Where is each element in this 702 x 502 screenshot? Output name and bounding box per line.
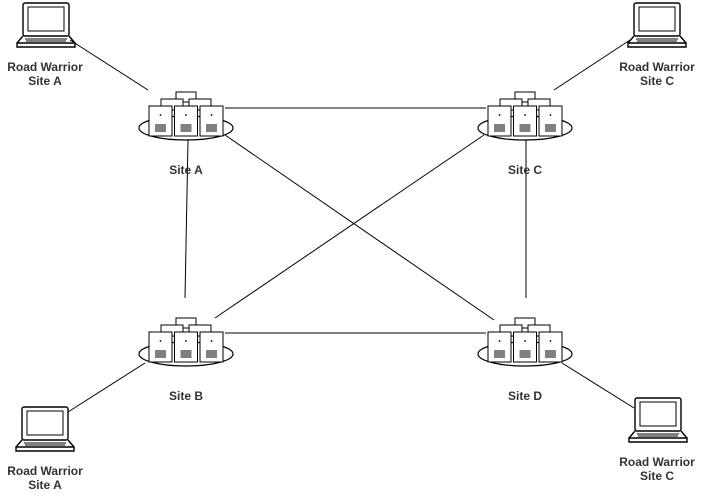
server-cluster-icon-site-d: [477, 317, 573, 367]
server-cluster-icon-site-a: [138, 91, 234, 141]
road-warrior-title: Road Warrior: [619, 455, 695, 469]
road-warrior-site: Site C: [639, 469, 674, 483]
road-warrior-label-top-left: Road Warrior Site A: [7, 60, 83, 88]
link-c-b: [214, 134, 485, 319]
site-links: [184, 107, 527, 334]
link-rw-d: [561, 362, 635, 409]
site-label-d: Site D: [507, 389, 543, 403]
site-label-b: Site B: [168, 389, 204, 403]
site-label-c: Site C: [507, 163, 543, 177]
link-a-d: [224, 134, 495, 321]
laptop-icon-rw-a-bottom: [15, 406, 75, 452]
link-rw-b: [67, 362, 146, 413]
road-warrior-site: Site A: [28, 478, 62, 492]
server-cluster-icon-site-b: [138, 317, 234, 367]
road-warrior-label-bottom-right: Road Warrior Site C: [619, 455, 695, 483]
laptop-icon-rw-c-bottom: [628, 397, 688, 443]
road-warrior-title: Road Warrior: [619, 60, 695, 74]
server-cluster-icon-site-c: [477, 91, 573, 141]
laptop-icon-rw-c-top: [627, 2, 687, 48]
road-warrior-links: [67, 39, 635, 413]
laptop-icon-rw-a-top: [16, 2, 76, 48]
road-warrior-title: Road Warrior: [7, 60, 83, 74]
road-warrior-site: Site A: [28, 74, 62, 88]
road-warrior-site: Site C: [639, 74, 674, 88]
link-a-b: [184, 139, 189, 299]
link-rw-c: [553, 39, 631, 91]
road-warrior-title: Road Warrior: [7, 464, 83, 478]
link-rw-a: [69, 39, 149, 91]
road-warrior-label-bottom-left: Road Warrior Site A: [7, 464, 83, 492]
site-label-a: Site A: [169, 163, 203, 177]
road-warrior-label-top-right: Road Warrior Site C: [619, 60, 695, 88]
